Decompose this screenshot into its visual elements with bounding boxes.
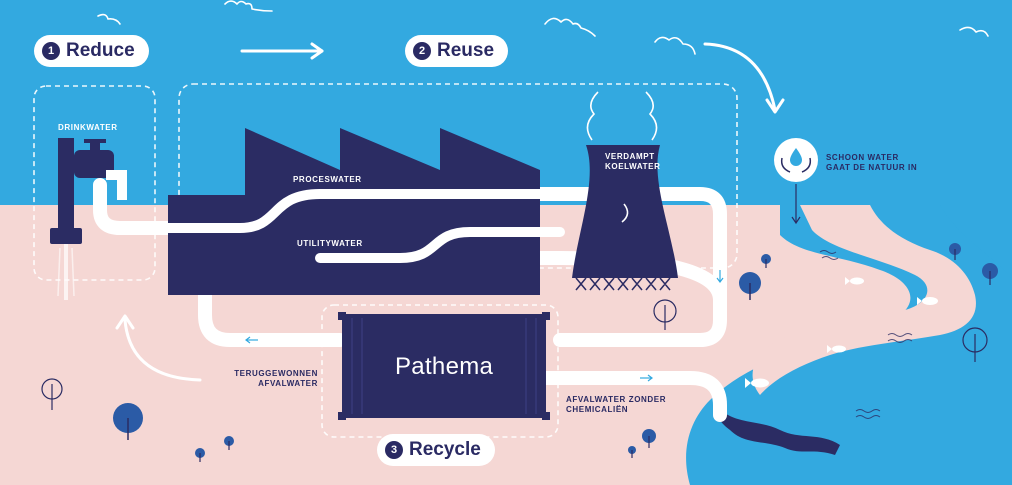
step-label: Recycle	[409, 439, 481, 460]
label-line: TERUGGEWONNEN	[234, 369, 318, 378]
step-number: 1	[42, 42, 60, 60]
tree-icon	[41, 243, 998, 462]
step-reduce-badge: 1 Reduce	[34, 35, 149, 67]
label-line: SCHOON WATER	[826, 153, 899, 162]
hands-water-drop-icon	[774, 138, 818, 225]
tap-icon	[50, 138, 127, 300]
factory-pipes	[155, 189, 565, 263]
water-ripples	[819, 250, 913, 419]
label-afvalwater-zonder-chemicalien: AFVALWATER ZONDER CHEMICALIËN	[566, 395, 666, 415]
label-line: VERDAMPT	[605, 152, 655, 161]
label-utilitywater: UTILITYWATER	[297, 239, 363, 248]
step-label: Reduce	[66, 40, 135, 61]
label-schoon-water: SCHOON WATER GAAT DE NATUUR IN	[826, 153, 917, 173]
factory-icon	[168, 128, 540, 295]
step-reuse-badge: 2 Reuse	[405, 35, 509, 67]
label-line: AFVALWATER ZONDER	[566, 395, 667, 404]
label-drinkwater: DRINKWATER	[58, 123, 118, 132]
label-proceswater: PROCESWATER	[293, 175, 362, 184]
label-line: AFVALWATER	[258, 379, 318, 388]
label-line: CHEMICALIËN	[566, 405, 629, 414]
container-icon	[338, 312, 550, 420]
polluted-water	[718, 410, 840, 455]
cooling-tower-icon	[572, 91, 678, 291]
container-brand-logo: Pathema	[395, 353, 494, 380]
cloud-icon	[97, 0, 989, 55]
step-number: 3	[385, 441, 403, 459]
label-verdampt-koelwater: VERDAMPT KOELWATER	[605, 152, 660, 172]
step-label: Reuse	[437, 40, 495, 61]
return-arrow-icon	[115, 314, 202, 382]
label-line: KOELWATER	[605, 162, 661, 171]
arrow-icon	[240, 42, 785, 114]
label-teruggewonnen-afvalwater: TERUGGEWONNEN AFVALWATER	[230, 369, 318, 389]
fish-icon	[745, 277, 938, 388]
step-number: 2	[413, 42, 431, 60]
label-line: GAAT DE NATUUR IN	[826, 163, 918, 172]
river-bank	[752, 205, 976, 395]
step-recycle-badge: 3 Recycle	[377, 434, 495, 466]
